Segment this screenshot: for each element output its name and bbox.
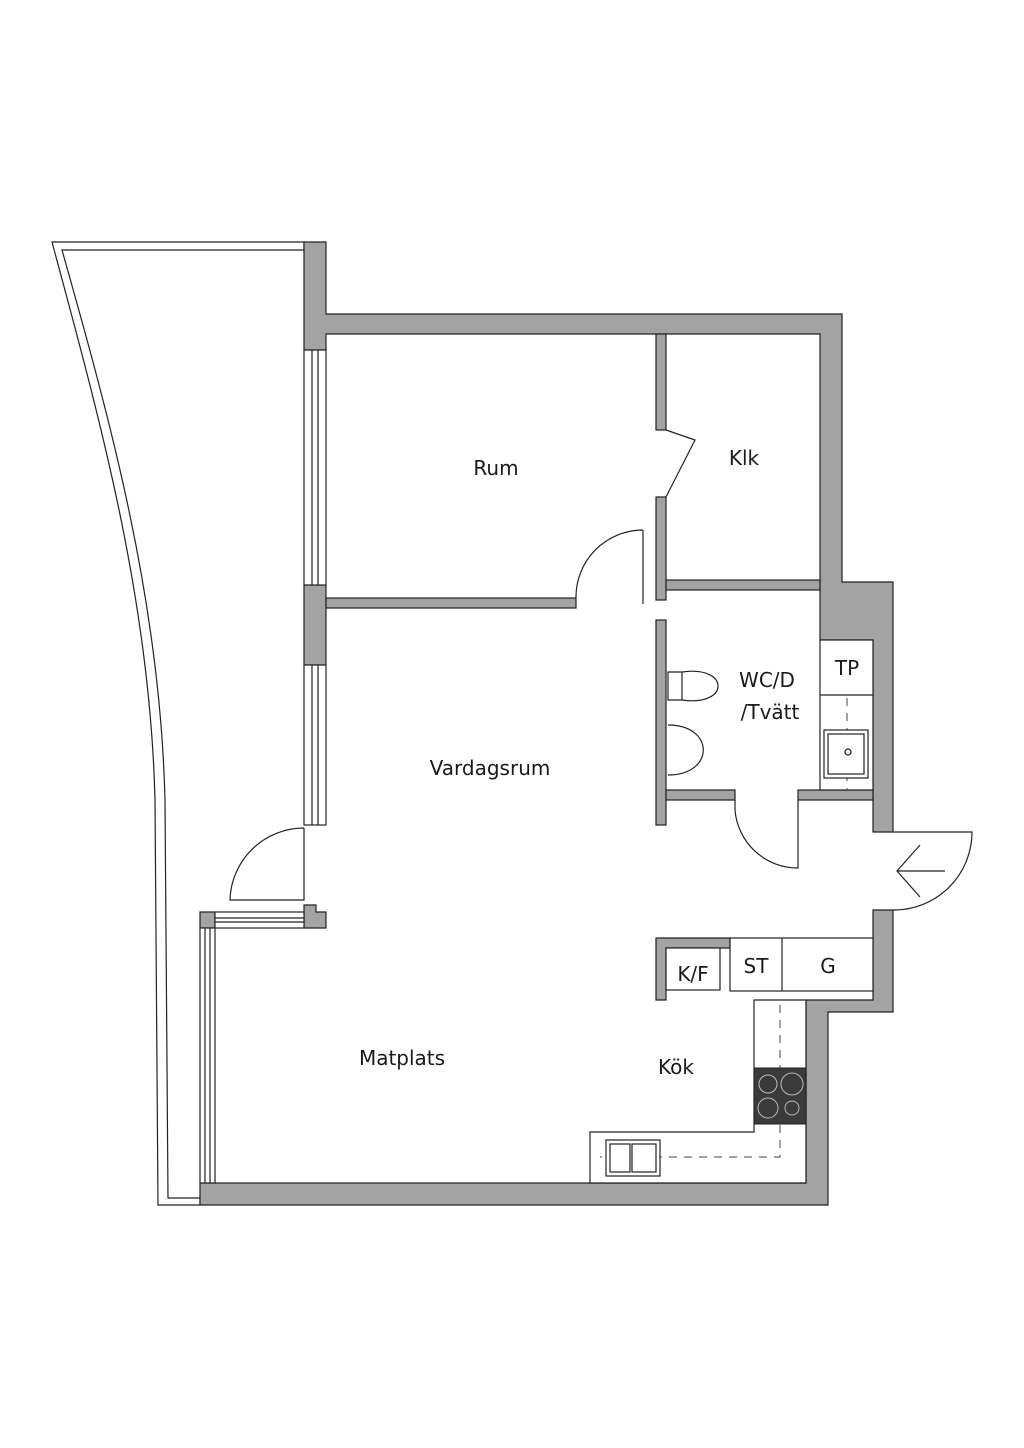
windows <box>199 349 327 1184</box>
fixture-label-tp: TP <box>834 656 860 680</box>
room-label-klk: Klk <box>728 446 760 470</box>
fixture-label-st: ST <box>743 954 769 978</box>
toilet-icon <box>667 670 719 702</box>
balcony <box>51 241 305 1206</box>
room-label-tvatt: /Tvätt <box>740 700 800 724</box>
washbasin-icon <box>667 724 704 776</box>
room-label-kok: Kök <box>658 1055 694 1079</box>
room-label-vardagsrum: Vardagsrum <box>429 756 551 780</box>
kitchen-fixtures <box>589 937 874 1184</box>
kitchen-sink-icon <box>605 1139 661 1177</box>
fixture-label-kf: K/F <box>677 962 709 986</box>
doors <box>229 429 973 911</box>
fixture-label-g: G <box>820 954 836 978</box>
room-label-matplats: Matplats <box>358 1046 446 1070</box>
entrance-arrow-icon <box>896 844 945 898</box>
room-label-wc: WC/D <box>739 668 795 692</box>
interior-walls <box>325 333 874 1001</box>
outer-walls <box>199 241 894 1206</box>
room-label-rum: Rum <box>473 456 519 480</box>
bathroom-fixtures <box>667 639 874 791</box>
